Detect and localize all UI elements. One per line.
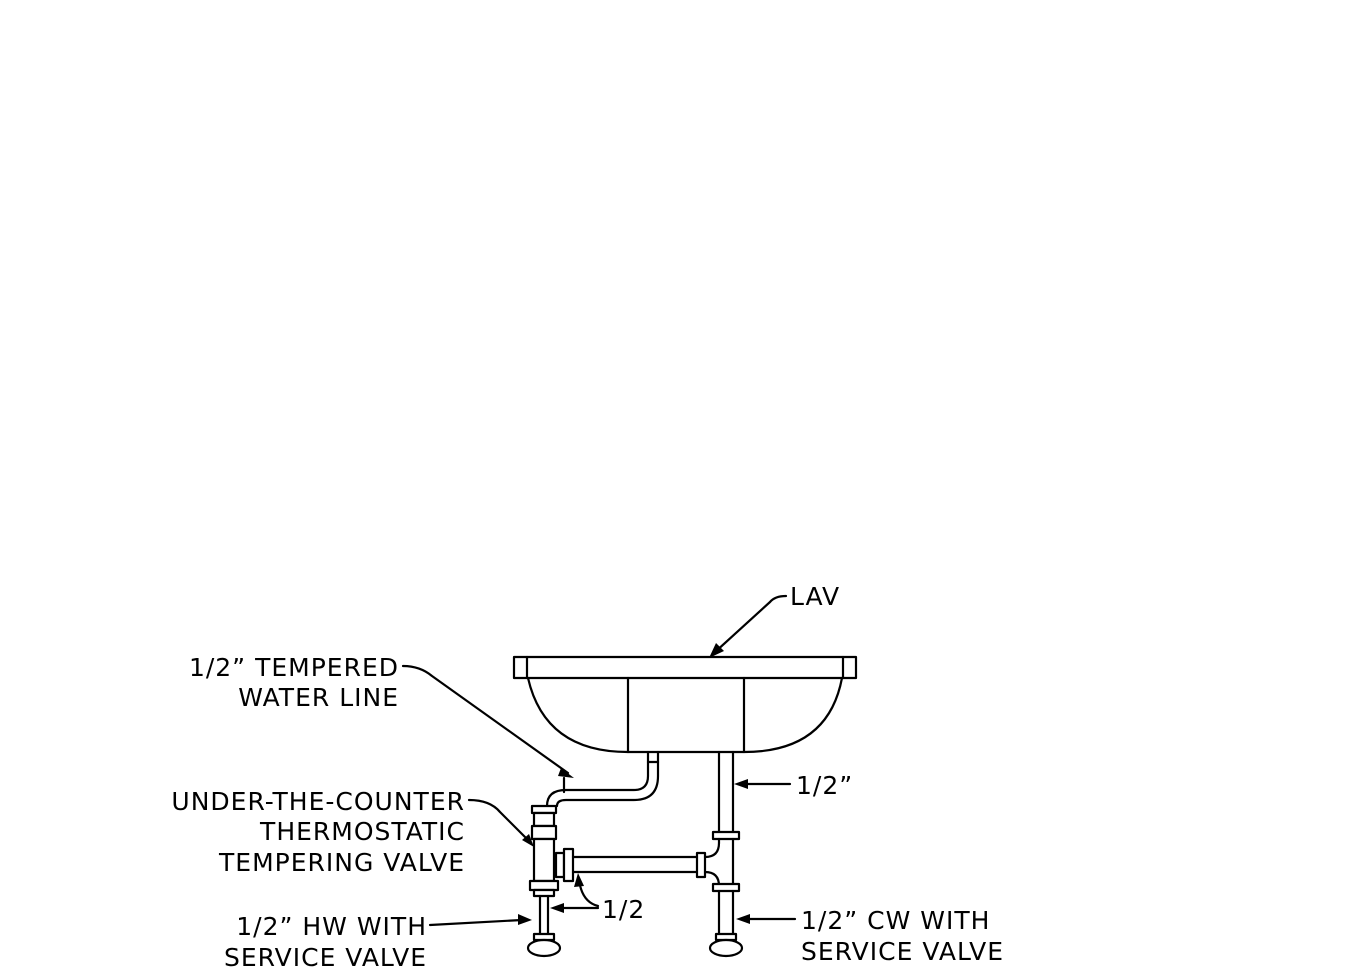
label-valve-3: TEMPERING VALVE (218, 848, 465, 877)
label-crossover-size: 1/2 (602, 895, 645, 924)
label-tempered-line-2: WATER LINE (238, 683, 399, 712)
label-hw-1: 1/2” HW WITH (236, 912, 427, 941)
label-cw-2: SERVICE VALVE (801, 937, 1004, 966)
leader-hw-riser (550, 903, 600, 913)
label-lav: LAV (790, 582, 840, 611)
tempered-water-pipe (545, 750, 660, 808)
leader-hw-service-valve (428, 914, 532, 927)
leader-lav (709, 594, 788, 658)
leader-cw-size (734, 779, 792, 789)
cold-water-riser (708, 750, 744, 958)
label-hw-2: SERVICE VALVE (224, 943, 427, 972)
lavatory-basin (512, 655, 858, 754)
label-cw-1: 1/2” CW WITH (801, 906, 990, 935)
leader-crossover-size (574, 873, 600, 908)
label-tempered-line-1: 1/2” TEMPERED (189, 653, 399, 682)
label-cw-size: 1/2” (796, 771, 853, 800)
leader-tempering-valve (467, 798, 534, 847)
crossover-pipe (554, 841, 721, 888)
label-valve-2: THERMOSTATIC (259, 817, 465, 846)
label-valve-1: UNDER-THE-COUNTER (171, 787, 465, 816)
tempering-valve (526, 804, 562, 958)
leader-cw-service-valve (736, 914, 797, 924)
leader-tempered-line (401, 664, 574, 778)
